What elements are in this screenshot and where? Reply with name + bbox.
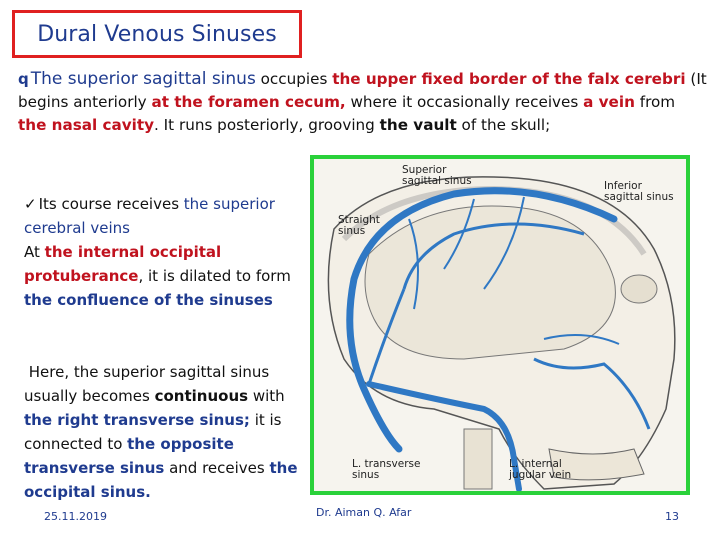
continuation-paragraph: Here, the superior sagittal sinus usuall… xyxy=(24,360,314,504)
label-straight-sinus: Straight sinus xyxy=(338,214,380,237)
term-a-vein: a vein xyxy=(583,93,635,111)
label-inferior-sagittal-sinus: Inferior sagittal sinus xyxy=(604,180,674,203)
term-confluence: the confluence of the sinuses xyxy=(24,291,273,309)
page-number: 13 xyxy=(665,510,679,523)
term-occipital-sinus: the occipital sinus. xyxy=(24,459,298,501)
dural-sinus-figure: Superior sagittal sinus Inferior sagitta… xyxy=(310,155,690,495)
term-superior-cerebral-veins: the superior cerebral veins xyxy=(24,195,275,237)
jaw xyxy=(548,448,645,481)
skull-illustration xyxy=(327,176,676,491)
text: where it occasionally receives xyxy=(345,93,584,111)
straight-sinus-path xyxy=(367,288,406,385)
cerebral-vein-2 xyxy=(483,196,525,290)
orbit xyxy=(620,274,658,304)
cervical-spine xyxy=(463,428,493,490)
label-internal-jugular-vein: L. internal jugular vein xyxy=(509,458,572,481)
check-icon: ✓ xyxy=(24,195,37,213)
term-right-transverse-sinus: the right transverse sinus; xyxy=(24,411,250,429)
inferior-sagittal-sinus-path xyxy=(402,222,585,290)
text: (It begins anteriorly xyxy=(18,70,707,111)
term-superior-sagittal-sinus: The superior sagittal sinus xyxy=(30,69,256,89)
term-vault: the vault xyxy=(379,116,457,134)
text: of the skull; xyxy=(456,116,551,134)
text: from xyxy=(634,93,676,111)
text: it is connected to xyxy=(24,411,282,453)
term-nasal-cavity: the nasal cavity xyxy=(18,116,155,134)
term-continuous: continuous xyxy=(154,387,249,405)
footer-date: 25.11.2019 xyxy=(44,510,107,523)
text: with xyxy=(248,387,285,405)
text: , it is dilated to form xyxy=(138,267,291,285)
text: Here, the superior sagittal sinus usuall… xyxy=(24,363,270,405)
text: occupies xyxy=(255,70,333,88)
text: Its course receives xyxy=(38,195,184,213)
term-foramen-cecum: at the foramen cecum, xyxy=(151,93,346,111)
course-paragraph: ✓Its course receives the superior cerebr… xyxy=(24,192,312,312)
cerebral-vein-3 xyxy=(408,218,419,310)
footer-author: Dr. Aiman Q. Afar xyxy=(316,506,412,519)
face-vein-2 xyxy=(543,334,620,345)
cerebral-vein-1 xyxy=(443,198,475,270)
transverse-sinus-path xyxy=(366,381,522,491)
slide-title-box: Dural Venous Sinuses xyxy=(12,10,302,58)
cerebrum-region xyxy=(364,205,616,360)
superior-sagittal-sinus-path xyxy=(346,187,618,453)
term-opposite-transverse-sinus: the opposite transverse sinus xyxy=(24,435,234,477)
bullet-marker: q xyxy=(18,70,29,88)
term-falx-border: the upper fixed border of the falx cereb… xyxy=(332,70,686,88)
label-transverse-sinus: L. transverse sinus xyxy=(352,458,421,481)
slide-title: Dural Venous Sinuses xyxy=(37,21,277,47)
term-internal-occipital-protuberance: the internal occipital protuberance xyxy=(24,243,222,285)
text: . It runs posteriorly, grooving xyxy=(154,116,380,134)
text: At xyxy=(24,243,45,261)
label-superior-sagittal-sinus: Superior sagittal sinus xyxy=(402,164,472,187)
text: and receives xyxy=(164,459,270,477)
face-vein xyxy=(533,357,651,430)
